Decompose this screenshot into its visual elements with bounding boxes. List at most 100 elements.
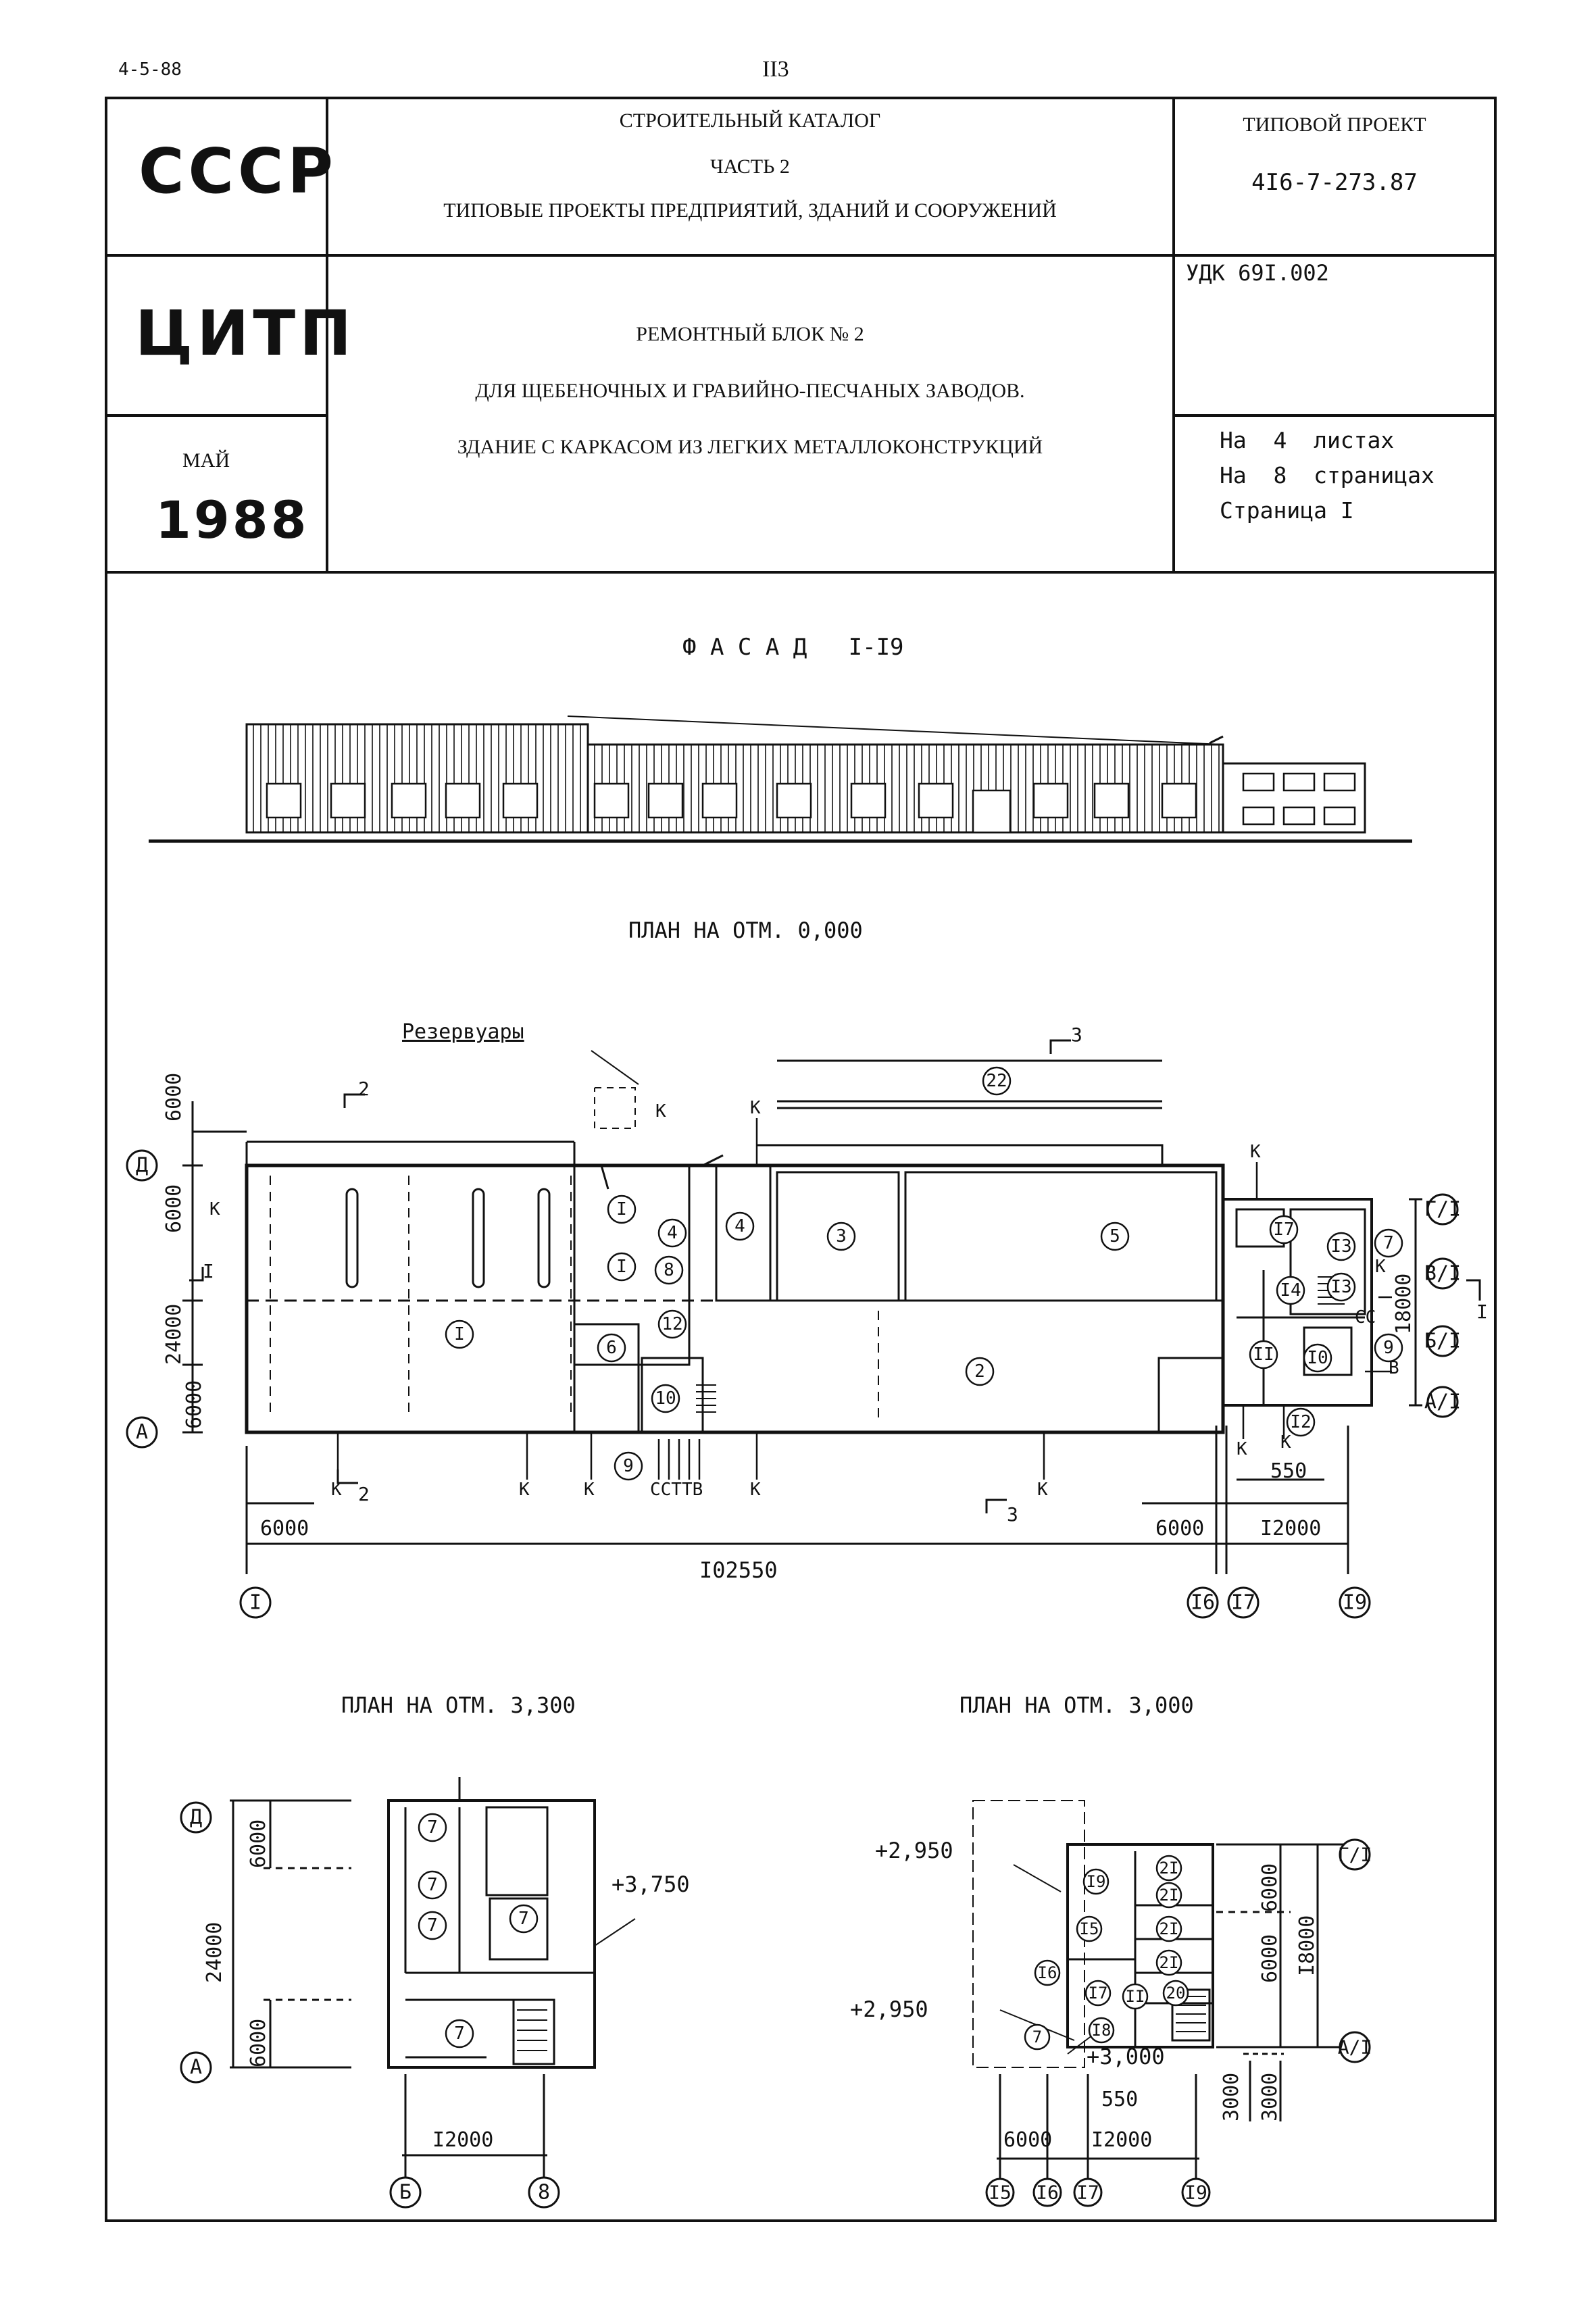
facade-window: [776, 782, 812, 819]
axis-marker: I7: [1227, 1586, 1260, 1619]
svg-text:2: 2: [974, 1361, 985, 1382]
room-number: I8: [1088, 2017, 1115, 2044]
axis-marker: I5: [985, 2178, 1015, 2207]
room-number: 2: [965, 1357, 995, 1386]
svg-text:I6: I6: [1191, 1591, 1215, 1615]
room-number: 2I: [1155, 1882, 1182, 1909]
room-number: I9: [1082, 1868, 1109, 1895]
plan30-dim-18000: I8000: [1295, 1915, 1319, 1976]
plan0-k-b2: К: [584, 1480, 595, 1500]
svg-text:I7: I7: [1231, 1591, 1255, 1615]
plan30-dim-6000b: 6000: [1258, 1934, 1282, 1983]
plan30-dim-550: 550: [1101, 2088, 1139, 2111]
room-number: I: [445, 1319, 474, 1349]
svg-text:I7: I7: [1089, 1984, 1108, 2003]
svg-text:А/I: А/I: [1424, 1390, 1461, 1414]
svg-text:I7: I7: [1076, 2182, 1099, 2204]
room-number: 4: [657, 1218, 687, 1248]
facade-window: [1282, 806, 1316, 826]
room-number: II: [1249, 1340, 1278, 1369]
plan0-k-b4: К: [1037, 1480, 1048, 1500]
room-number: 7: [445, 2019, 474, 2048]
room-number: II: [1122, 1983, 1149, 2010]
org-citp: ЦИТП: [135, 297, 356, 370]
room-number: 10: [651, 1384, 680, 1413]
svg-text:Д: Д: [190, 1806, 202, 1830]
axis-marker: I7: [1073, 2178, 1103, 2207]
room-number: 12: [657, 1309, 687, 1339]
room-number: 2I: [1155, 1915, 1182, 1942]
svg-text:4: 4: [734, 1216, 745, 1236]
facade-title: Ф А С А Д I-I9: [682, 634, 904, 661]
facade-window: [391, 782, 427, 819]
plan0-cut-2-bottom: 2: [358, 1483, 370, 1505]
plan0-cut-3-top: 3: [1071, 1024, 1082, 1046]
page-count: На 8 страницах: [1220, 462, 1435, 488]
facade-window: [1282, 772, 1316, 792]
axis-marker: А/I: [1338, 2031, 1372, 2063]
facade-window: [647, 782, 684, 819]
axis-marker: I9: [1181, 2178, 1211, 2207]
sheet-count: На 4 листах: [1220, 427, 1395, 453]
plan0-k-annex2: К: [1375, 1257, 1386, 1277]
svg-text:2I: 2I: [1159, 1886, 1179, 1905]
plan0-cut-1-left: I: [203, 1260, 214, 1282]
facade-window: [850, 782, 887, 819]
facade-window: [701, 782, 738, 819]
header-divider-2: [105, 414, 328, 417]
svg-text:Г/I: Г/I: [1424, 1198, 1461, 1222]
header-divider-4: [105, 571, 1497, 574]
plan0-dim-6000-bottom: 6000: [260, 1517, 309, 1540]
room-number: I7: [1269, 1215, 1299, 1244]
facade-drawing: [149, 715, 1412, 843]
project-label: ТИПОВОЙ ПРОЕКТ: [1243, 114, 1426, 136]
plan30-dim-12000: I2000: [1091, 2128, 1153, 2152]
svg-text:2I: 2I: [1159, 1859, 1179, 1878]
title-line-1: РЕМОНТНЫЙ БЛОК № 2: [636, 323, 864, 345]
axis-marker: I: [239, 1586, 272, 1619]
svg-text:5: 5: [1109, 1226, 1120, 1247]
svg-text:I5: I5: [1080, 1919, 1099, 1938]
svg-text:I2: I2: [1290, 1412, 1311, 1432]
header-col-1: [326, 97, 328, 574]
room-number: I3: [1326, 1272, 1356, 1302]
room-number: 2I: [1155, 1855, 1182, 1882]
room-number: 3: [826, 1222, 856, 1251]
svg-text:I6: I6: [1036, 2182, 1059, 2204]
plan30-elev-3: +3,000: [1087, 2044, 1165, 2069]
page-frame: [105, 97, 1497, 2222]
svg-text:II: II: [1126, 1987, 1145, 2006]
svg-text:22: 22: [986, 1071, 1007, 1091]
axis-marker: Д: [126, 1149, 158, 1182]
svg-text:7: 7: [1032, 2028, 1042, 2046]
svg-text:I9: I9: [1184, 2182, 1207, 2204]
facade-window: [330, 782, 366, 819]
axis-marker: Д: [180, 1801, 212, 1834]
room-number: 5: [1100, 1222, 1130, 1251]
plan0-k-b3: К: [750, 1480, 761, 1500]
svg-text:А: А: [136, 1421, 148, 1444]
plan0-k-annex: К: [1250, 1142, 1261, 1162]
room-number: 9: [1374, 1333, 1403, 1363]
top-left-code: 4-5-88: [118, 59, 182, 80]
plan0-annex-outline: [1222, 1198, 1373, 1407]
date-year: 1988: [155, 490, 309, 550]
facade-window: [1032, 782, 1069, 819]
axis-marker: А: [180, 2051, 212, 2084]
axis-marker: Б/I: [1424, 1325, 1461, 1357]
axis-marker: А/I: [1424, 1386, 1461, 1418]
facade-window: [918, 782, 954, 819]
plan0-dim-12000: I2000: [1260, 1517, 1322, 1540]
svg-text:Г/I: Г/I: [1338, 1844, 1372, 1866]
svg-text:2I: 2I: [1159, 1953, 1179, 1972]
svg-text:9: 9: [623, 1456, 634, 1476]
svg-text:I7: I7: [1273, 1219, 1294, 1240]
plan30-dim-3000b: 3000: [1258, 2072, 1282, 2121]
svg-text:6: 6: [606, 1338, 617, 1358]
plan0-dim-6000-right: 6000: [1155, 1517, 1205, 1540]
svg-text:I4: I4: [1280, 1280, 1301, 1301]
svg-text:I9: I9: [1087, 1872, 1106, 1891]
facade-window: [1093, 782, 1130, 819]
axis-marker: Г/I: [1338, 1838, 1372, 1871]
